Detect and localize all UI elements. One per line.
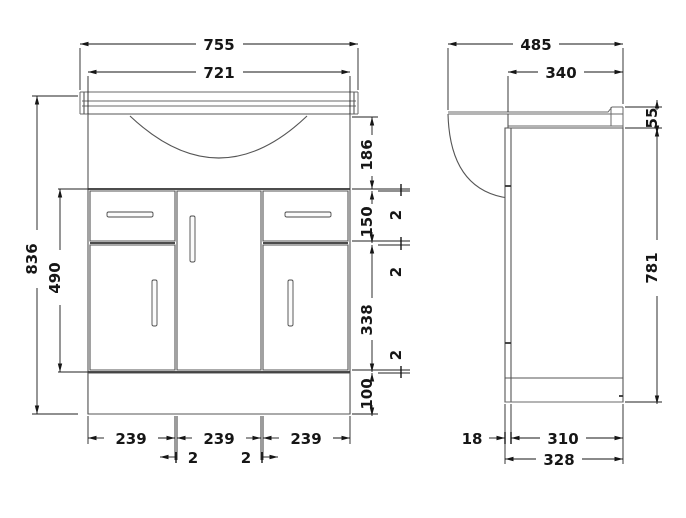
- dimension-310: 310: [511, 404, 624, 448]
- dimension-328: 328: [504, 444, 624, 469]
- dimension-label-485: 485: [520, 36, 551, 54]
- dimension-label-150: 150: [358, 206, 376, 237]
- dimension-label-490: 490: [46, 262, 64, 293]
- dimension-label-gap-3: 2: [387, 350, 405, 360]
- dimension-label-328: 328: [543, 451, 574, 469]
- dimension-label-721: 721: [203, 64, 234, 82]
- bay-left: [89, 190, 176, 371]
- dimension-485: 485: [447, 36, 624, 110]
- dimension-label-18: 18: [462, 430, 483, 448]
- dimension-755: 755: [79, 36, 359, 90]
- basin-bowl: [129, 115, 308, 159]
- dimension-label-100: 100: [358, 378, 376, 409]
- dimension-label-bay-left: 239: [115, 430, 146, 448]
- handle-horizontal[interactable]: [106, 211, 154, 218]
- dimension-186: 186: [352, 116, 378, 190]
- handle-horizontal[interactable]: [284, 211, 332, 218]
- dimension-340: 340: [507, 64, 623, 112]
- bay-right: [262, 190, 349, 371]
- dimension-label-186: 186: [358, 139, 376, 170]
- drawer-right[interactable]: [262, 190, 349, 242]
- dimension-label-bay-center: 239: [203, 430, 234, 448]
- drawer-left[interactable]: [89, 190, 176, 242]
- door-center[interactable]: [176, 190, 262, 371]
- countertop: [79, 91, 359, 115]
- handle-vertical[interactable]: [151, 279, 158, 327]
- dimension-label-338: 338: [358, 304, 376, 335]
- dimension-label-bay-right: 239: [290, 430, 321, 448]
- handle-vertical[interactable]: [189, 215, 196, 263]
- dimension-label-gap-2: 2: [387, 267, 405, 277]
- dimension-gap-2: 2: [378, 237, 410, 277]
- dimension-label-bay-gap-right: 2: [241, 449, 251, 467]
- dimension-label-310: 310: [547, 430, 578, 448]
- dimension-721: 721: [87, 64, 351, 114]
- dimension-label-55: 55: [643, 108, 661, 129]
- dimension-bays: 239 239 239 2 2: [87, 416, 351, 467]
- dimension-label-781: 781: [643, 252, 661, 283]
- front-view-dimensions: 755 721 836 490: [23, 36, 410, 467]
- cabinet-body-side: [504, 127, 624, 403]
- plinth: [87, 371, 351, 415]
- dimension-781: 781: [625, 128, 662, 404]
- dimension-label-340: 340: [545, 64, 576, 82]
- dimension-836: 836: [23, 95, 78, 415]
- front-view: [79, 91, 359, 415]
- side-view-dimensions: 485 340 55 781: [447, 36, 662, 469]
- countertop-side: [448, 106, 624, 128]
- door-right[interactable]: [262, 244, 349, 371]
- dimension-490: 490: [46, 188, 88, 373]
- dimension-gap-1: 2: [378, 184, 410, 220]
- dimension-label-gap-1: 2: [387, 210, 405, 220]
- dimension-100: 100: [352, 373, 378, 416]
- dimension-gap-3: 2: [378, 350, 410, 378]
- dimension-label-836: 836: [23, 243, 41, 274]
- dimension-338: 338: [352, 245, 378, 372]
- dimension-150: 150: [352, 191, 378, 243]
- door-left[interactable]: [89, 244, 176, 371]
- dimension-label-bay-gap-left: 2: [188, 449, 198, 467]
- handle-vertical[interactable]: [287, 279, 294, 327]
- dimension-label-755: 755: [203, 36, 234, 54]
- side-view: [447, 106, 624, 403]
